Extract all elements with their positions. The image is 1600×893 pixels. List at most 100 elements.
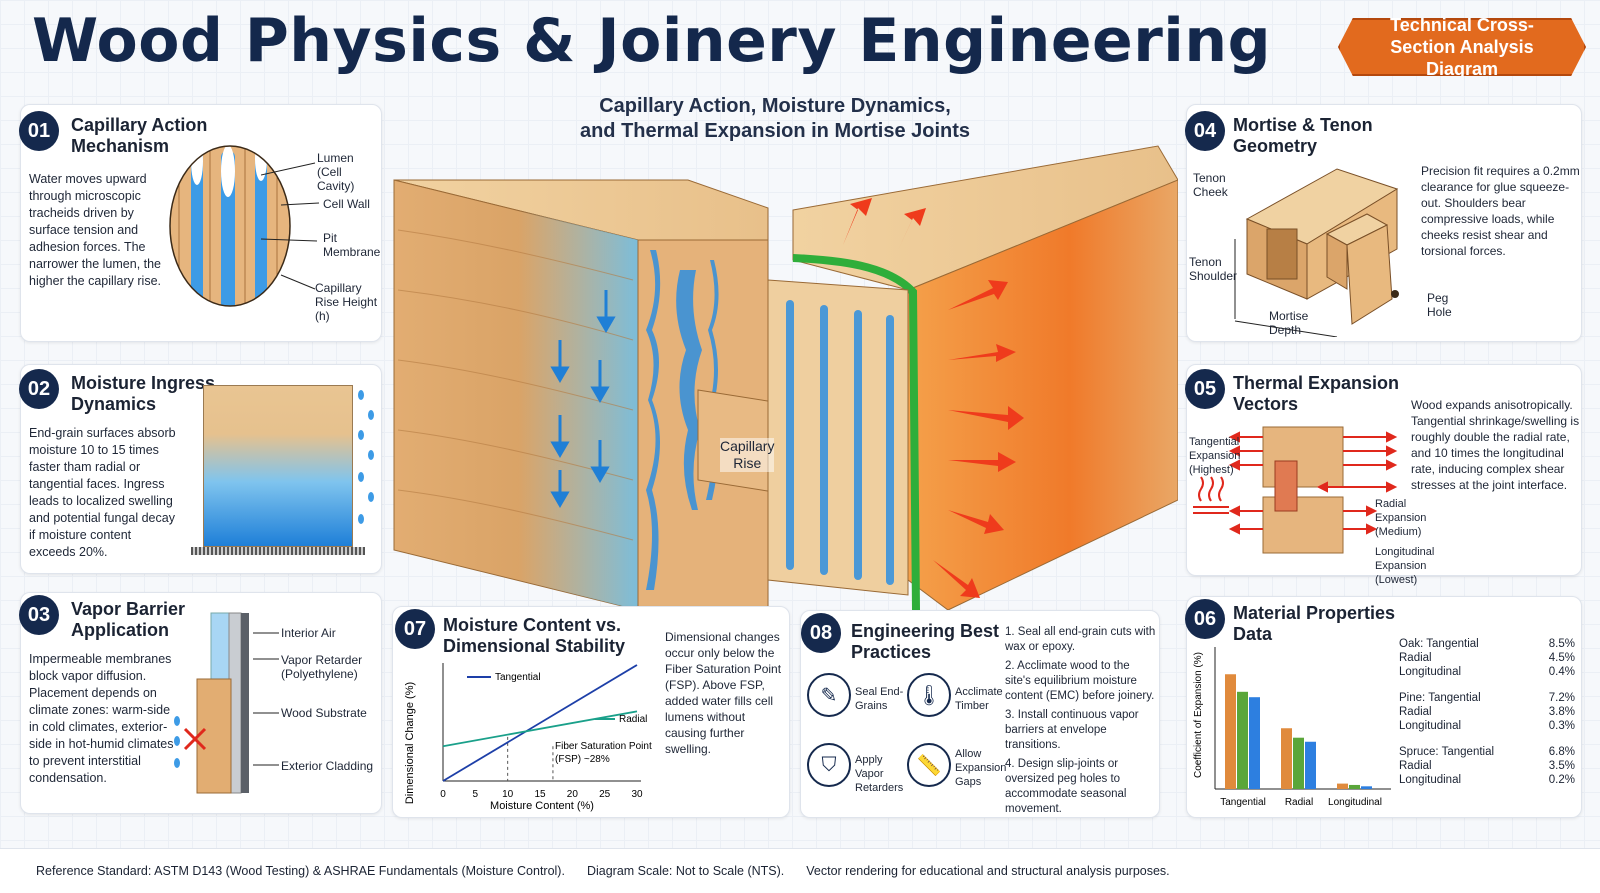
panel-title-line-2: Practices [851, 642, 932, 662]
panel-title-line-1: Mortise & Tenon [1233, 115, 1373, 135]
table-row: Radial 4.5% [1399, 651, 1575, 665]
category-label: Radial [1285, 797, 1313, 808]
panel-title-line-2: Application [71, 620, 169, 640]
thermometer-icon: 🌡 [907, 673, 951, 717]
panel-title: Moisture Ingress Dynamics [71, 373, 215, 415]
panel-title: Capillary Action Mechanism [71, 115, 207, 157]
panel-capillary-action: 01 Capillary Action Mechanism Water move… [19, 104, 382, 342]
bar [1337, 783, 1348, 789]
panel-description: End-grain surfaces absorb moisture 10 to… [29, 426, 176, 559]
panel-number: 03 [19, 595, 59, 635]
panel-description: Impermeable membranes block vapor diffus… [29, 652, 174, 785]
table-cell-label: Longitudinal [1399, 774, 1462, 786]
panel-title-line-2: Vectors [1233, 394, 1299, 414]
ruler-icon: 📏 [907, 743, 951, 787]
footer-purpose: Vector rendering for educational and str… [806, 864, 1170, 878]
panel-number: 07 [395, 609, 435, 649]
table-cell-value: 4.5% [1548, 652, 1575, 664]
bar [1225, 674, 1236, 789]
mortise-tenon-exploded-view [1234, 168, 1399, 337]
panel-title: Material Properties Data [1233, 603, 1395, 645]
subtitle-line-1: Capillary Action, Moisture Dynamics, [599, 95, 951, 117]
table-cell-label: Oak: Tangential [1399, 638, 1479, 650]
bar [1237, 691, 1248, 789]
label-lumen: Lumen (Cell Cavity) [317, 151, 355, 193]
x-tick-label: 25 [599, 789, 611, 800]
label-cell-wall: Cell Wall [323, 197, 370, 211]
panel-description: Water moves upward through microscopic t… [29, 172, 162, 288]
panel-title-line-2: Data [1233, 624, 1273, 644]
panel-thermal-expansion: 05 Thermal Expansion Vectors Wood expand… [1185, 364, 1582, 586]
table-cell-label: Radial [1399, 706, 1432, 718]
bar [1293, 737, 1304, 789]
expansion-vectors-illustration [1193, 426, 1398, 554]
mortise-joint-illustration [393, 145, 1178, 611]
panel-title-line-2: Mechanism [71, 136, 170, 156]
seal-brush-icon: ✎ [807, 673, 851, 717]
bar [1281, 728, 1292, 789]
table-cell-value: 7.2% [1548, 692, 1575, 704]
right-beam [767, 145, 1178, 611]
bar-group [1225, 674, 1372, 789]
label-tangential-expansion: Tangential Expansion (Highest) [1189, 436, 1241, 476]
series-tangential-line [442, 664, 638, 782]
bar [1305, 741, 1316, 789]
x-tick-label: 20 [567, 789, 579, 800]
label-longitudinal-expansion: Longitudinal Expansion (Lowest) [1375, 546, 1435, 586]
chart-ylabel: Dimensional Change (%) [404, 682, 416, 804]
panel-title-line-1: Engineering Best [851, 621, 1000, 641]
bar [1349, 784, 1360, 789]
capillary-rise-label: Capillary Rise [720, 438, 775, 472]
icon-label-acclimate: Acclimate Timber [955, 686, 1003, 712]
panel-description: Wood expands anisotropically. Tangential… [1411, 398, 1580, 492]
footer: Reference Standard: ASTM D143 (Wood Test… [0, 848, 1600, 893]
panel-number: 08 [801, 613, 841, 653]
icon-label-seal: Seal End-Grains [855, 686, 904, 712]
panel-number: 01 [19, 111, 59, 151]
page-title: Wood Physics & Joinery Engineering [32, 6, 1272, 76]
panel-title: Mortise & Tenon Geometry [1233, 115, 1373, 157]
icon-label-gaps: Allow Expansion Gaps [955, 748, 1007, 788]
panel-title-line-1: Material Properties [1233, 603, 1396, 623]
panel-description: Precision fit requires a 0.2mm clearance… [1421, 164, 1580, 258]
panel-number: 04 [1185, 111, 1225, 151]
panel-title-line-1: Thermal Expansion [1233, 373, 1400, 393]
bar [1361, 786, 1372, 789]
panel-title-line-1: Moisture Ingress [71, 373, 216, 393]
label-exterior-cladding: Exterior Cladding [281, 759, 374, 773]
step-item: 4. Design slip-joints or oversized peg h… [1005, 758, 1127, 815]
table-cell-value: 0.4% [1548, 666, 1575, 678]
panel-moisture-vs-stability: 07 Moisture Content vs. Dimensional Stab… [392, 606, 790, 818]
legend-tangential: Tangential [495, 672, 541, 683]
step-item: 3. Install continuous vapor barriers at … [1005, 709, 1139, 751]
panel-best-practices: 08 Engineering Best Practices ✎ Seal End… [800, 610, 1160, 818]
footer-reference: Reference Standard: ASTM D143 (Wood Test… [36, 864, 565, 878]
panel-mortise-tenon: 04 Mortise & Tenon Geometry Precision fi… [1185, 104, 1582, 342]
water-droplets [358, 390, 374, 524]
x-tick-label: 10 [502, 789, 514, 800]
label-tenon-cheek: Tenon Cheek [1193, 171, 1228, 199]
series-radial-line [442, 710, 638, 748]
step-item: 2. Acclimate wood to the site's equilibr… [1005, 660, 1155, 702]
table-cell-label: Radial [1399, 652, 1432, 664]
label-mortise-depth: Mortise Depth [1269, 309, 1309, 337]
panel-title-line-2: Dynamics [71, 394, 157, 414]
table-row: Longitudinal 0.4% [1399, 665, 1575, 679]
table-cell-label: Longitudinal [1399, 666, 1462, 678]
shield-icon: ⛉ [807, 743, 851, 787]
practice-icons: ✎ Seal End-Grains 🌡 Acclimate Timber ⛉ A… [807, 673, 1007, 817]
panel-title-line-1: Capillary Action [71, 115, 208, 135]
table-cell-value: 3.8% [1548, 706, 1575, 718]
step-item: 1. Seal all end-grain cuts with wax or e… [1005, 626, 1156, 653]
table-cell-value: 8.5% [1548, 638, 1575, 650]
capillary-rise-label-line-1: Capillary [720, 438, 775, 454]
capillary-rise-label-line-2: Rise [733, 455, 762, 471]
table-cell-value: 3.5% [1548, 760, 1575, 772]
label-capillary-rise-height: Capillary Rise Height (h) [315, 281, 378, 323]
